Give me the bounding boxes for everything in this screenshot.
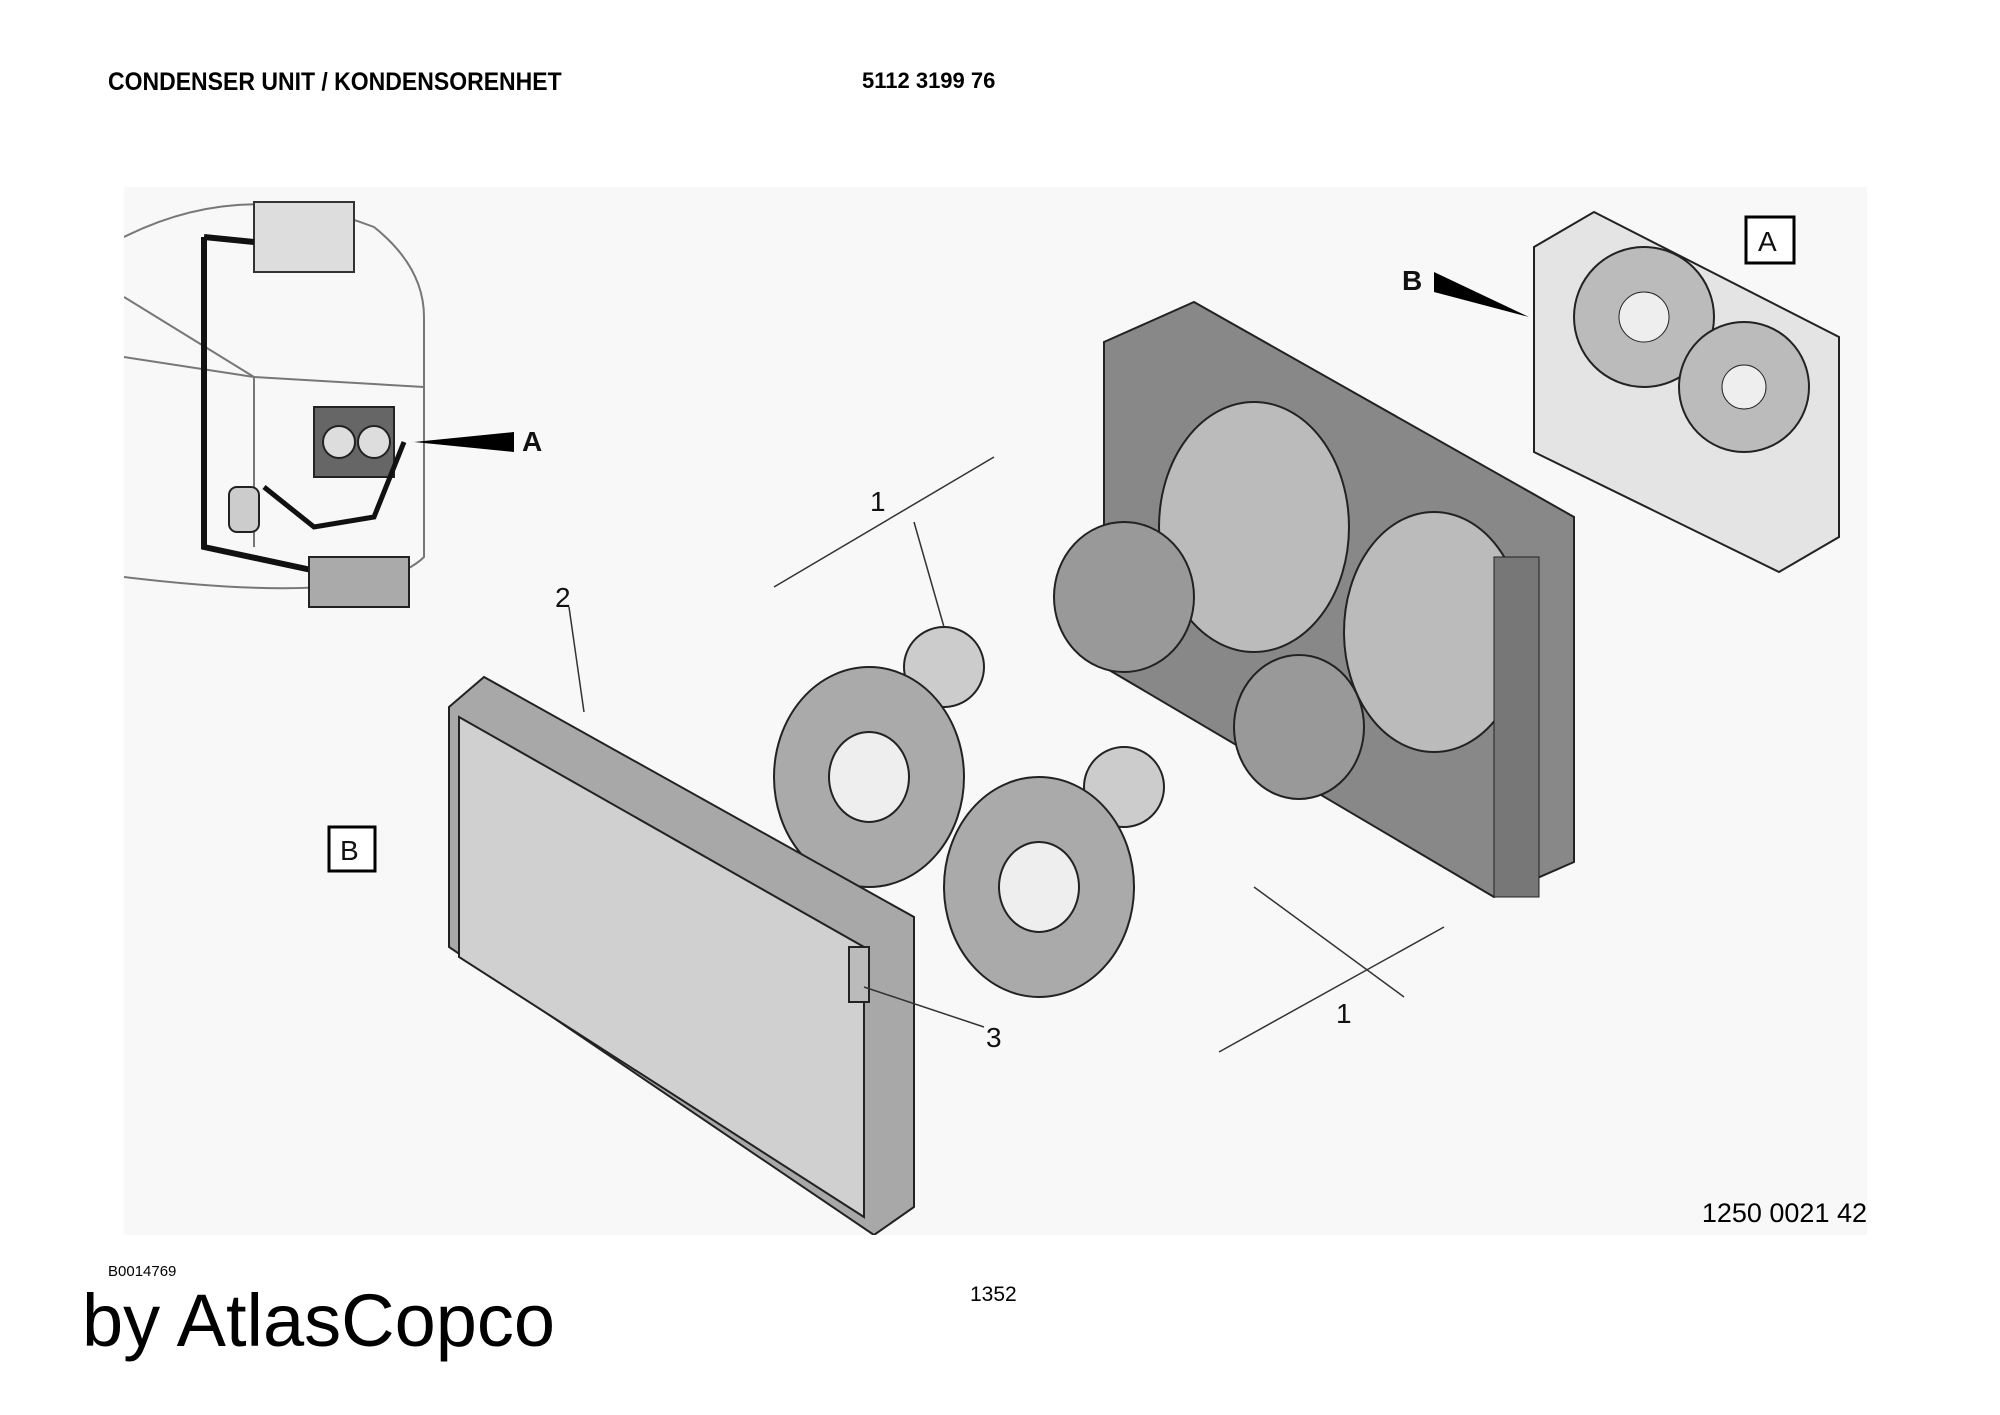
arrow-a-pointer	[414, 432, 514, 452]
fan-assemblies	[773, 521, 1365, 998]
callout-2-condenser: 2	[555, 582, 571, 613]
view-a-box	[1744, 215, 1796, 265]
callout-1-fan-kit-lower: 1	[1336, 998, 1352, 1029]
fan-shroud-frame	[1103, 300, 1575, 899]
view-a-box-label: A	[1758, 226, 1777, 257]
condenser-radiator	[448, 675, 915, 1235]
page-number: 1352	[970, 1283, 1017, 1306]
arrow-b-pointer	[1434, 272, 1529, 317]
callout-3-fitting: 3	[986, 1022, 1002, 1053]
drawing-reference: B0014769	[108, 1263, 177, 1280]
figure-number: 1250 0021 42	[1701, 1198, 1867, 1228]
drawing-svg: A A B	[124, 201, 1840, 1235]
view-b-box	[327, 825, 377, 873]
page-title: CONDENSER UNIT / KONDENSORENHET	[108, 68, 562, 96]
arrow-b-label: B	[1402, 265, 1422, 296]
vehicle-overview-sketch	[124, 201, 425, 608]
part-number: 5112 3199 76	[862, 68, 996, 93]
arrow-a-label: A	[522, 426, 542, 457]
brand-logo-text: by AtlasCopco	[82, 1279, 556, 1362]
leader-lines	[568, 456, 1445, 1053]
exploded-parts-drawing: A A B	[124, 187, 1867, 1235]
callout-1-fan-kit-upper: 1	[870, 486, 886, 517]
assembled-view-a	[1533, 210, 1840, 574]
view-b-box-label: B	[340, 835, 359, 866]
